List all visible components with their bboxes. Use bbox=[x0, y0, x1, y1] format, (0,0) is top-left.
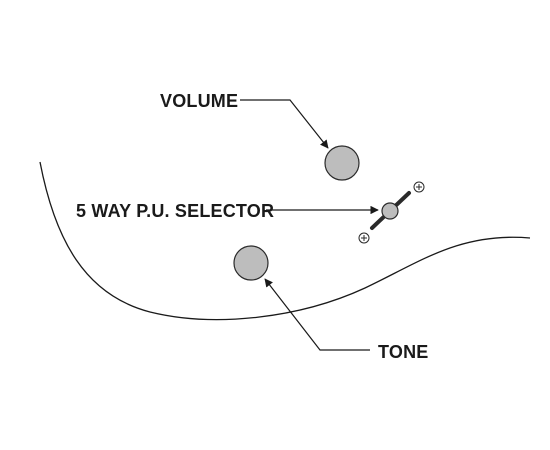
plus-screw-icon bbox=[413, 181, 425, 193]
volume-leader-arrow bbox=[240, 99, 329, 149]
plus-screw-icon bbox=[358, 232, 370, 244]
selector-label: 5 WAY P.U. SELECTOR bbox=[76, 201, 274, 221]
tone-label: TONE bbox=[378, 342, 428, 362]
volume-knob-icon bbox=[324, 145, 360, 181]
tone-leader-arrow bbox=[264, 278, 370, 351]
tone-knob-icon bbox=[233, 245, 269, 281]
pickup-selector-switch bbox=[358, 181, 425, 244]
guitar-body-outline bbox=[39, 161, 531, 321]
volume-label: VOLUME bbox=[160, 91, 238, 111]
switch-tip-icon bbox=[381, 202, 399, 220]
